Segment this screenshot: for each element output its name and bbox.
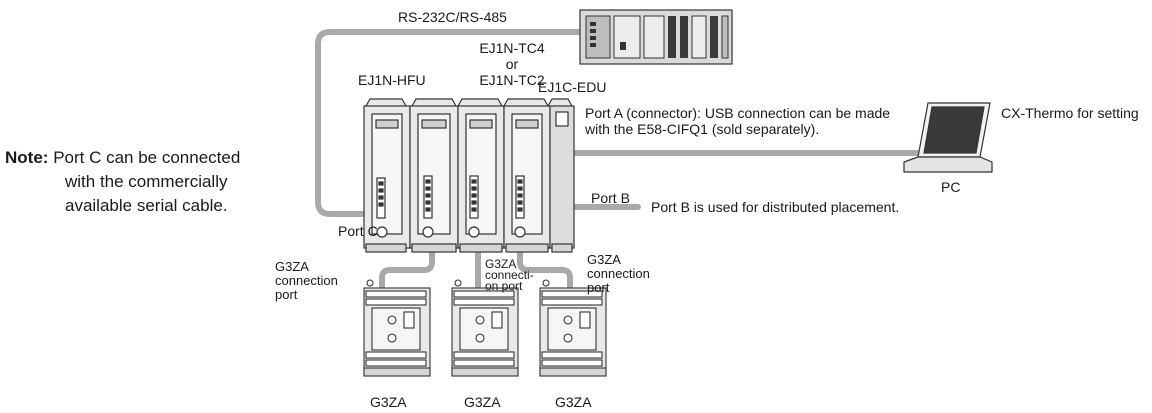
port-c-label: Port C	[338, 223, 378, 239]
module-tc4-b	[457, 105, 505, 253]
cx-thermo-label: CX-Thermo for setting	[1001, 105, 1139, 121]
tc4-line: EJ1N-TC4	[479, 40, 545, 56]
note-prefix: Note:	[5, 148, 49, 167]
module-tc2	[503, 105, 551, 253]
g3za-port-label-middle: G3ZA connecti- on port	[485, 257, 534, 293]
pc-label: PC	[941, 179, 961, 195]
note-line1: Note: Port C can be connected	[5, 146, 305, 170]
g3za-port-right-line2: connection	[587, 266, 650, 281]
note-line2: with the commercially	[65, 172, 228, 191]
or-line: or	[505, 56, 519, 72]
g3za-port-mid-line3: on port	[485, 279, 523, 293]
note-line3: available serial cable.	[65, 196, 228, 215]
module-tc4-a	[409, 105, 459, 253]
tc2-line: EJ1N-TC2	[479, 72, 545, 88]
g3za-unit-label-middle: G3ZA	[464, 394, 501, 410]
port-b-label: Port B	[591, 190, 630, 206]
edu-label: EJ1C-EDU	[538, 79, 607, 95]
g3za-port-label-right: G3ZA connection port	[587, 253, 650, 295]
module-hfu	[363, 105, 411, 253]
note-text-1: Port C can be connected	[53, 148, 241, 167]
g3za-unit-right	[539, 279, 607, 377]
g3za-port-mid-line1: G3ZA	[485, 257, 517, 271]
g3za-unit-label-right: G3ZA	[555, 394, 592, 410]
g3za-unit-middle	[451, 279, 519, 377]
port-a-line2: with the E58-CIFQ1 (sold separately).	[585, 121, 820, 137]
g3za-right-cable	[517, 247, 573, 291]
plc-device	[579, 9, 733, 65]
rs232-cable	[315, 29, 583, 217]
pc-laptop	[903, 102, 993, 173]
note-block: Note: Port C can be connected with the c…	[5, 146, 305, 218]
tc-model-label: EJ1N-TC4 or EJ1N-TC2	[473, 40, 551, 88]
g3za-left-cable	[379, 247, 435, 291]
module-edu	[549, 105, 575, 253]
g3za-port-left-line3: port	[275, 287, 298, 302]
cables	[315, 29, 928, 291]
g3za-unit-left	[363, 279, 431, 377]
port-b-description: Port B is used for distributed placement…	[651, 199, 900, 215]
g3za-port-right-line3: port	[587, 280, 610, 295]
g3za-port-left-line1: G3ZA	[275, 259, 309, 274]
ej1-module-rack	[363, 98, 575, 253]
g3za-port-label-left: G3ZA connection port	[275, 260, 338, 302]
g3za-port-right-line1: G3ZA	[587, 252, 621, 267]
g3za-port-mid-line2: connecti-	[485, 268, 534, 282]
g3za-unit-label-left: G3ZA	[370, 394, 407, 410]
hfu-label: EJ1N-HFU	[358, 72, 426, 88]
port-a-line1: Port A (connector): USB connection can b…	[585, 105, 891, 121]
g3za-port-left-line2: connection	[275, 273, 338, 288]
serial-label: RS-232C/RS-485	[398, 9, 507, 25]
